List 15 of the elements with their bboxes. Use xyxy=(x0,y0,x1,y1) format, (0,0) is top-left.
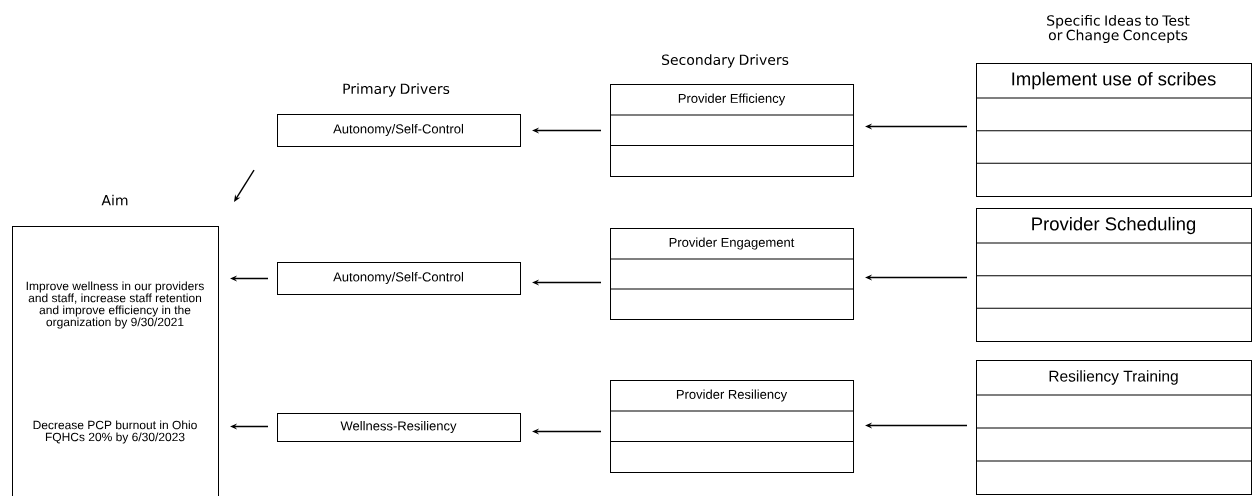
aim-box: Aim Improve wellness in our providers and staff, increase staff retention and improve efficiency in the organization by 9/30/2021 Decrease PCP burnout in Ohio FQHCs 20% by 6/30/2023 xyxy=(12,194,219,496)
driver-box: Autonomy/Self-Control xyxy=(277,262,521,295)
idea-table: Resiliency Training xyxy=(975,360,1252,495)
idea-table: Provider Scheduling xyxy=(975,208,1252,342)
node-label: Aim xyxy=(101,194,128,206)
idea-table: Implement use of scribes xyxy=(975,63,1252,197)
driver-table: Provider Engagement xyxy=(609,228,854,320)
arrow xyxy=(234,169,255,202)
column-heading: Specific Ideas to Test or Change Concepts xyxy=(1047,14,1190,44)
driver-table: Provider Efficiency xyxy=(609,84,854,177)
driver-box: Wellness-Resiliency xyxy=(277,413,521,442)
driver-table: Provider Resiliency xyxy=(609,380,854,473)
column-heading: Primary Drivers xyxy=(343,83,450,97)
column-heading: Secondary Drivers xyxy=(662,54,789,68)
driver-box: Autonomy/Self-Control xyxy=(277,114,521,147)
